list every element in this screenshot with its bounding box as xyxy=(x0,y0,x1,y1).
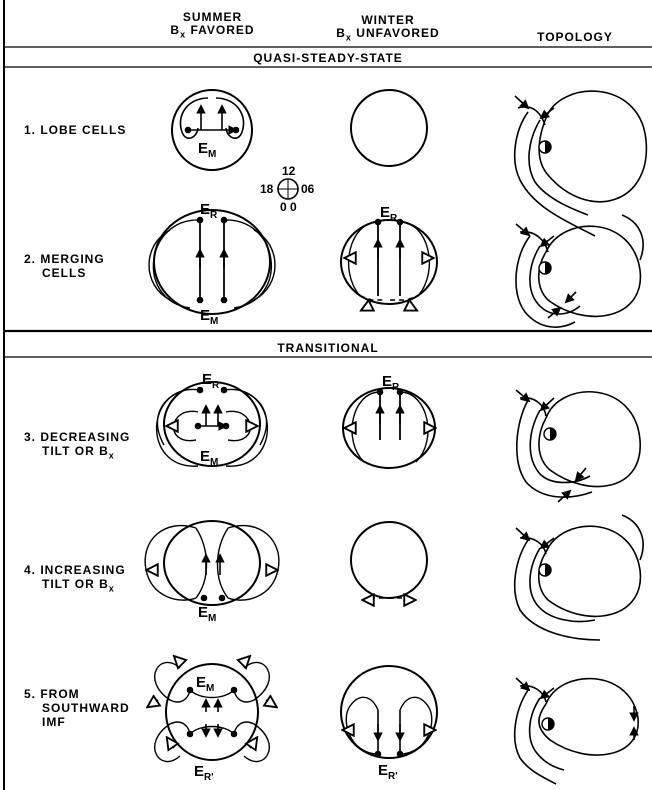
row5-summer-erp-label: ER' xyxy=(194,763,214,783)
clock-12: 12 xyxy=(282,164,296,178)
row5-topology-diagram xyxy=(515,678,639,784)
row2-topology-diagram xyxy=(516,215,643,327)
row4-topology-diagram xyxy=(515,515,643,640)
row2-summer-er-label: ER xyxy=(200,201,218,221)
row1-em-label: EM xyxy=(198,140,216,160)
row5-winter-erp-label: ER' xyxy=(378,762,398,782)
row5-summer-em-label: EM xyxy=(196,674,214,694)
row1-winter-diagram xyxy=(351,90,427,166)
row4-winter-diagram xyxy=(351,522,427,600)
row2-winter-diagram xyxy=(341,220,437,309)
row3-winter-diagram xyxy=(343,388,435,468)
row2-summer-diagram xyxy=(149,210,275,314)
clock-18: 18 xyxy=(260,182,274,196)
row5-summer-diagram xyxy=(152,660,272,762)
row1-topology-diagram xyxy=(515,91,647,236)
clock-06: 06 xyxy=(301,182,315,196)
row2-summer-em-label: EM xyxy=(200,307,218,327)
clock-key xyxy=(278,179,298,199)
row4-summer-em-label: EM xyxy=(198,604,216,624)
row3-summer-er-label: ER xyxy=(202,371,220,391)
row3-winter-er-label: ER xyxy=(382,373,400,393)
row4-summer-diagram xyxy=(145,521,279,605)
row3-topology-diagram xyxy=(516,390,640,502)
row5-winter-diagram xyxy=(341,666,437,758)
row3-summer-diagram xyxy=(157,382,268,466)
table-grid xyxy=(4,0,652,790)
clock-00: 0 0 xyxy=(280,200,297,214)
